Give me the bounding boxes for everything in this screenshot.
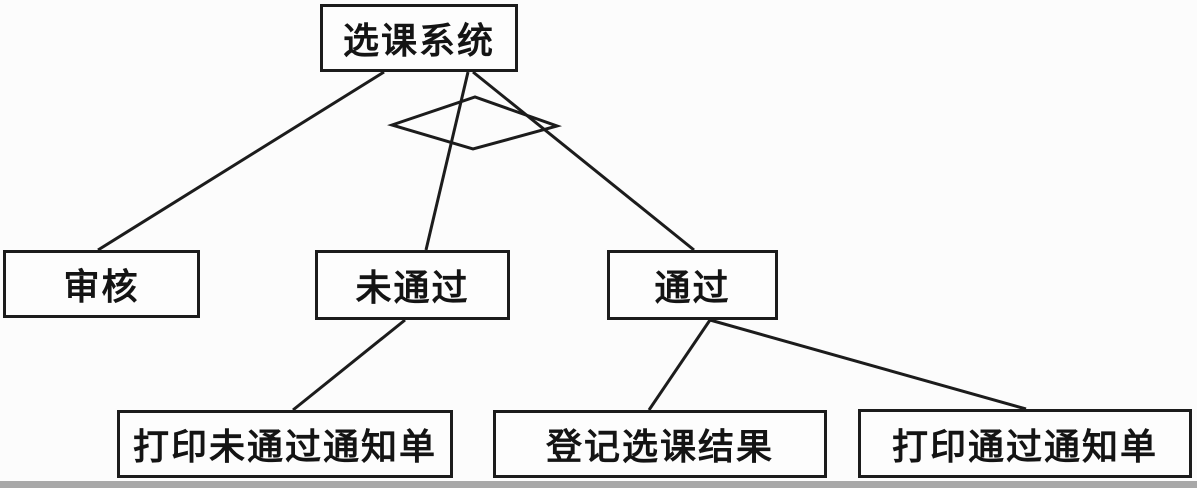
connector-root-not-passed: [424, 71, 470, 251]
connector-not-passed-print-fail: [292, 318, 406, 412]
node-print-fail-notice: 打印未通过通知单: [117, 410, 453, 478]
node-not-passed: 未通过: [315, 250, 510, 320]
node-label: 选课系统: [342, 21, 495, 61]
selection-diamond-icon: [387, 95, 563, 151]
node-passed: 通过: [607, 250, 778, 320]
bottom-edge-strip: [0, 481, 1197, 488]
node-print-pass-notice: 打印通过通知单: [858, 409, 1192, 478]
connector-passed-register: [647, 319, 712, 411]
node-label: 通过: [654, 268, 731, 308]
connector-root-passed: [472, 70, 695, 252]
node-label: 登记选课结果: [545, 427, 774, 467]
node-course-selection-system: 选课系统: [320, 4, 518, 72]
connector-root-review: [97, 70, 385, 252]
node-label: 审核: [63, 267, 140, 307]
connector-passed-print-pass: [709, 318, 1027, 411]
node-label: 未通过: [355, 268, 470, 308]
node-label: 打印通过通知单: [891, 426, 1158, 467]
node-label: 打印未通过通知单: [132, 427, 437, 467]
node-review: 审核: [3, 250, 200, 318]
node-register-result: 登记选课结果: [493, 410, 827, 478]
